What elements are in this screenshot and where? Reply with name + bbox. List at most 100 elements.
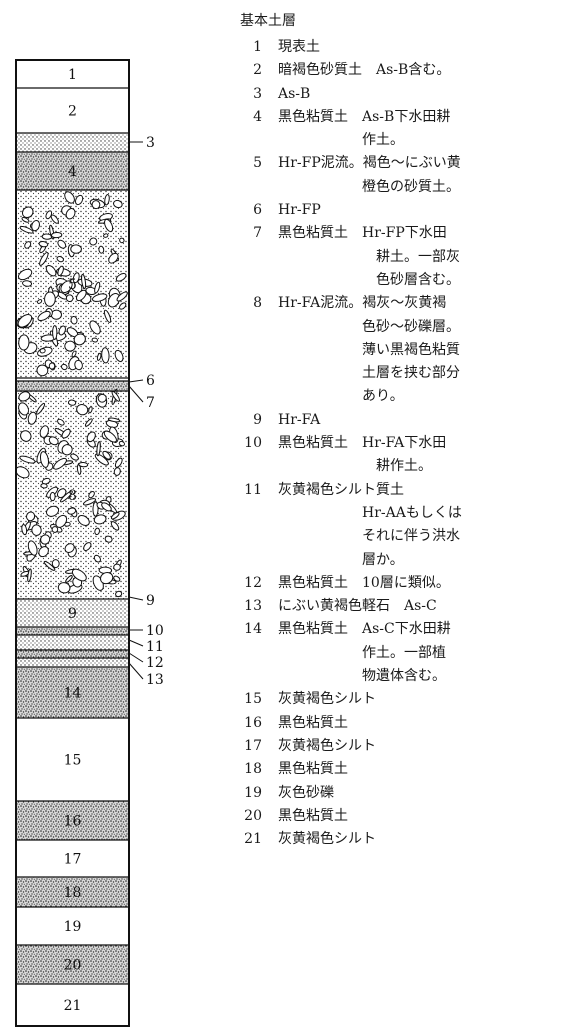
pebble-mark [48, 436, 59, 446]
pebble-mark [64, 191, 75, 204]
legend-line: それに伴う洪水 [278, 528, 460, 545]
legend-number: 6 [253, 202, 262, 219]
layer-fill-10 [16, 627, 129, 635]
legend-line: 黒色粘質土 Hr-FA下水田 [278, 435, 447, 452]
legend-item: 20 黒色粘質土 [240, 805, 560, 828]
legend-number: 13 [244, 598, 262, 615]
legend-number: 8 [253, 295, 262, 312]
legend-line: 薄い黒褐色粘質 [278, 341, 460, 358]
legend-description: 黒色粘質土 As-B下水田耕 作土。 [278, 106, 548, 153]
pebble-mark [31, 219, 40, 232]
pebble-mark [36, 364, 49, 377]
pebble-mark [81, 273, 87, 290]
layer-number-8: 8 [68, 488, 77, 504]
pebble-mark [50, 309, 62, 320]
legend-line: 土層を挟む部分 [278, 365, 460, 382]
legend-description: 黒色粘質土 Hr-FA下水田 耕作土。 [278, 432, 548, 479]
pebble-mark [21, 217, 30, 223]
leader-line [128, 662, 144, 680]
legend-number: 10 [244, 435, 262, 452]
leader-line [128, 385, 144, 403]
legend-line: Hr-FA [278, 411, 321, 428]
legend-line: 灰黄褐色シルト [278, 691, 376, 708]
legend-line: 色砂層含む。 [278, 271, 460, 288]
legend-description: Hr-FA泥流。褐灰～灰黄褐 色砂～砂礫層。 薄い黒褐色粘質 土層を挟む部分 あ… [278, 292, 548, 408]
layer-fill-14 [16, 667, 129, 718]
pebble-mark [70, 315, 78, 325]
pebble-mark [36, 402, 46, 415]
layer-fill-6 [16, 378, 129, 381]
legend-item: 8 Hr-FA泥流。褐灰～灰黄褐 色砂～砂礫層。 薄い黒褐色粘質 土層を挟む部分 … [240, 292, 560, 408]
legend-description: Hr-FP [278, 199, 548, 222]
legend-number: 20 [244, 807, 262, 824]
pebble-mark [36, 299, 43, 304]
legend-number: 16 [244, 714, 262, 731]
pebble-mark [39, 251, 49, 266]
legend-line: Hr-FA泥流。褐灰～灰黄褐 [278, 295, 447, 312]
pebble-mark [20, 430, 32, 442]
legend-line: にぶい黄褐色軽石 As-C [278, 598, 437, 615]
legend-title: 基本土層 [240, 13, 296, 29]
pebble-mark [52, 325, 58, 340]
side-label-12: 12 [146, 655, 164, 671]
pebble-mark [92, 293, 108, 302]
pebble-mark [51, 559, 60, 569]
pebble-mark [38, 546, 49, 558]
legend-description: 灰黄褐色シルト [278, 828, 548, 851]
layer-fill-11 [16, 635, 129, 650]
pebble-mark [51, 526, 59, 533]
pebble-mark [114, 349, 124, 362]
pebble-mark [88, 406, 93, 414]
pebble-mark [60, 490, 73, 503]
legend-description: にぶい黄褐色軽石 As-C [278, 595, 548, 618]
legend-description: Hr-FA [278, 409, 548, 432]
legend-description: 黒色粘質土 [278, 805, 548, 828]
pebble-mark [83, 542, 92, 552]
pebble-mark [110, 521, 120, 531]
pebble-mark [18, 268, 33, 281]
layer-number-4: 4 [68, 164, 77, 180]
pebble-mark [94, 281, 101, 294]
pebble-mark [76, 404, 89, 416]
pebble-mark [19, 226, 34, 234]
legend-number: 19 [244, 784, 262, 801]
pebble-mark [119, 302, 127, 310]
legend-line: 暗褐色砂質土 As-B含む。 [278, 62, 451, 79]
legend-line: Hr-FP泥流。褐色～にぶい黄 [278, 155, 461, 172]
layer-fill-9 [16, 599, 129, 627]
pebble-mark [38, 240, 49, 248]
pebble-mark [18, 391, 31, 402]
layer-fill-13 [16, 658, 129, 667]
pebble-mark [61, 444, 73, 456]
pebble-mark [104, 194, 110, 206]
legend-description: 現表土 [278, 36, 548, 59]
pebble-mark [65, 575, 73, 583]
layer-number-2: 2 [68, 104, 77, 120]
layer-fill-16 [16, 801, 129, 840]
legend-description: 黒色粘質土 [278, 712, 548, 735]
pebble-mark [17, 313, 33, 328]
side-label-13: 13 [146, 672, 164, 688]
legend-line: 層か。 [278, 551, 404, 568]
pebble-mark [65, 294, 74, 303]
pebble-mark [107, 293, 121, 308]
pebble-mark [73, 333, 86, 346]
legend-line: あり。 [278, 388, 404, 405]
legend-description: 灰黄褐色シルト [278, 735, 548, 758]
leader-line [128, 596, 144, 601]
pebble-mark [60, 363, 68, 371]
pebble-mark [77, 515, 90, 526]
pebble-mark [65, 208, 76, 220]
pebble-mark [86, 431, 96, 443]
pebble-mark [18, 334, 30, 351]
legend-number: 9 [253, 411, 262, 428]
